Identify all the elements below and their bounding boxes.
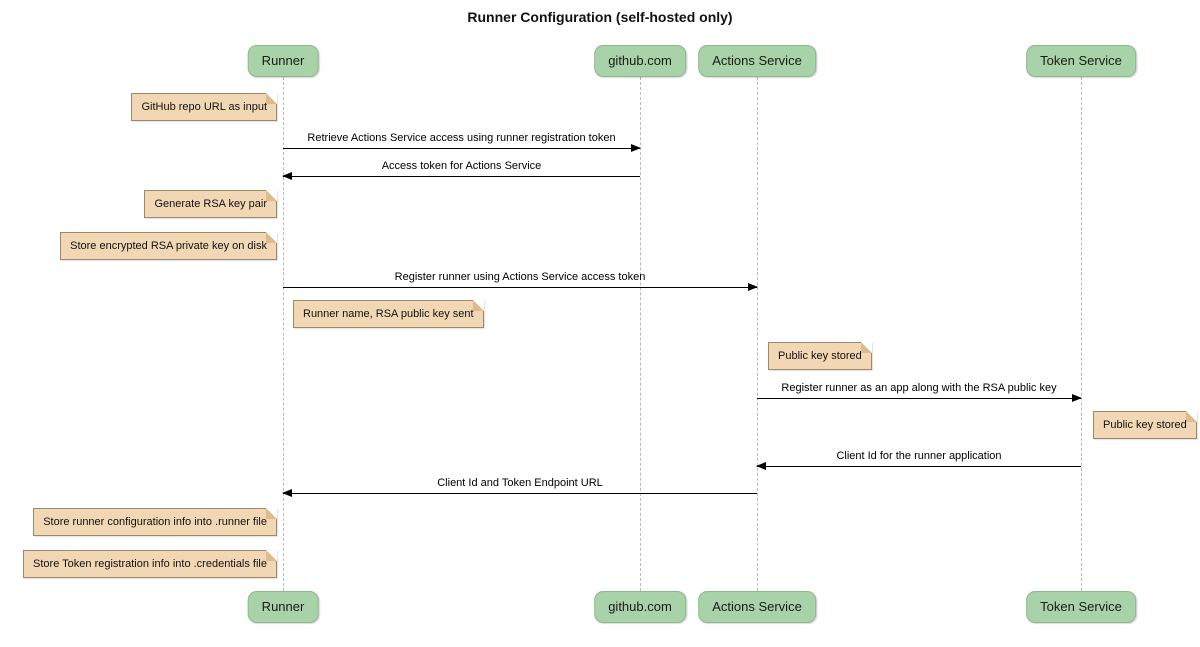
message-access-token-returned: Access token for Actions Service xyxy=(282,160,640,180)
note-generate-rsa-key: Generate RSA key pair xyxy=(144,190,277,218)
message-retrieve-actions-access: Retrieve Actions Service access using ru… xyxy=(283,132,641,152)
arrow-left-icon xyxy=(282,172,292,180)
arrow-right-icon xyxy=(631,144,641,152)
arrow-left-icon xyxy=(282,489,292,497)
diagram-title: Runner Configuration (self-hosted only) xyxy=(467,9,733,25)
message-line xyxy=(283,144,641,152)
arrow-left-icon xyxy=(756,462,766,470)
lifeline-runner xyxy=(283,77,284,591)
note-github-repo-url: GitHub repo URL as input xyxy=(131,93,277,121)
message-register-runner-app: Register runner as an app along with the… xyxy=(757,382,1082,402)
note-public-key-stored-actions: Public key stored xyxy=(768,342,872,370)
participant-github-top: github.com xyxy=(594,45,686,77)
participant-github-bottom: github.com xyxy=(594,591,686,623)
message-line xyxy=(282,172,640,180)
message-register-runner: Register runner using Actions Service ac… xyxy=(283,271,758,291)
arrow-right-icon xyxy=(1072,394,1082,402)
lifeline-github xyxy=(640,77,641,591)
participant-token-service-top: Token Service xyxy=(1026,45,1136,77)
message-label: Client Id for the runner application xyxy=(836,450,1002,462)
participant-runner-top: Runner xyxy=(247,45,319,77)
message-label: Client Id and Token Endpoint URL xyxy=(437,477,603,489)
message-label: Register runner using Actions Service ac… xyxy=(394,271,646,283)
participant-runner-bottom: Runner xyxy=(247,591,319,623)
participant-actions-service-bottom: Actions Service xyxy=(698,591,816,623)
note-runner-name-sent: Runner name, RSA public key sent xyxy=(293,300,484,328)
participant-token-service-bottom: Token Service xyxy=(1026,591,1136,623)
lifeline-token-service xyxy=(1081,77,1082,591)
note-public-key-stored-token: Public key stored xyxy=(1093,411,1197,439)
message-line xyxy=(282,489,757,497)
message-client-id-returned: Client Id for the runner application xyxy=(756,450,1081,470)
arrow-right-icon xyxy=(748,283,758,291)
message-label: Register runner as an app along with the… xyxy=(781,382,1057,394)
message-line xyxy=(757,394,1082,402)
note-store-credentials-file: Store Token registration info into .cred… xyxy=(23,550,277,578)
message-client-id-endpoint: Client Id and Token Endpoint URL xyxy=(282,477,757,497)
note-store-runner-file: Store runner configuration info into .ru… xyxy=(33,508,277,536)
participant-actions-service-top: Actions Service xyxy=(698,45,816,77)
note-store-private-key: Store encrypted RSA private key on disk xyxy=(60,232,277,260)
message-line xyxy=(283,283,758,291)
message-line xyxy=(756,462,1081,470)
message-label: Retrieve Actions Service access using ru… xyxy=(307,132,616,144)
message-label: Access token for Actions Service xyxy=(381,160,542,172)
lifeline-actions-service xyxy=(757,77,758,591)
